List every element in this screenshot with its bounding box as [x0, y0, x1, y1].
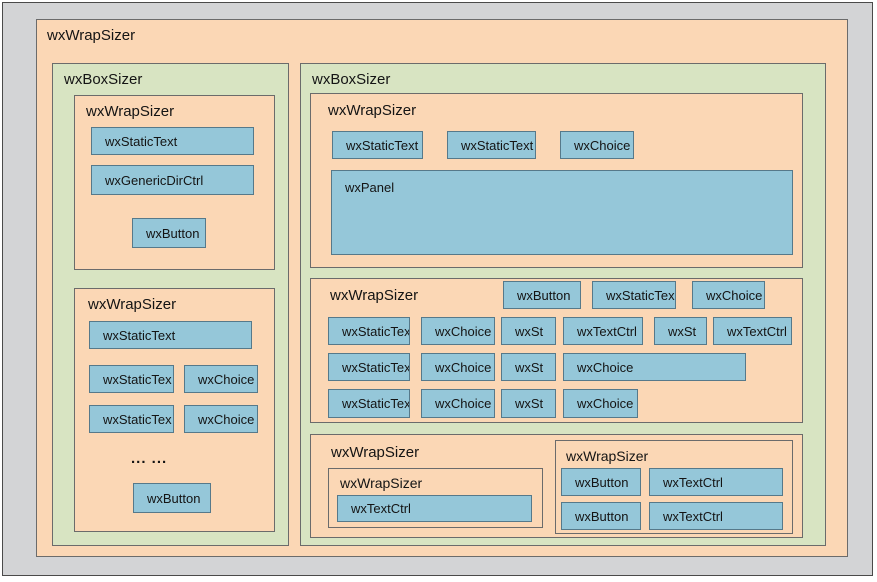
left-bottom-wrapsizer-label: wxWrapSizer	[88, 296, 177, 313]
bottom-inner-right-wrapsizer-label: wxWrapSizer	[566, 448, 649, 464]
choice-control: wxChoice	[692, 281, 765, 309]
static-text-control: wxStaticText	[447, 131, 536, 159]
right-middle-wrapsizer-label: wxWrapSizer	[330, 287, 419, 304]
text-ctrl-control: wxTextCtrl	[563, 317, 643, 345]
static-text-control: wxSt	[654, 317, 707, 345]
static-text-control: wxSt	[501, 353, 556, 381]
panel-control: wxPanel	[331, 170, 793, 255]
button-control: wxButton	[133, 483, 211, 513]
static-text-control: wxStaticTex	[592, 281, 676, 309]
right-top-wrapsizer-label: wxWrapSizer	[328, 102, 417, 119]
static-text-control: wxStaticTex	[328, 317, 410, 345]
static-text-control: wxStaticText	[91, 127, 254, 155]
button-control: wxButton	[561, 468, 641, 496]
choice-control: wxChoice	[421, 389, 495, 418]
choice-control: wxChoice	[184, 405, 258, 433]
choice-control: wxChoice	[421, 317, 495, 345]
text-ctrl-control: wxTextCtrl	[713, 317, 792, 345]
choice-control: wxChoice	[184, 365, 258, 393]
static-text-control: wxStaticTex	[89, 365, 174, 393]
static-text-control: wxStaticText	[89, 321, 252, 349]
button-control: wxButton	[503, 281, 581, 309]
root-wrapsizer-label: wxWrapSizer	[47, 27, 136, 44]
choice-control: wxChoice	[563, 353, 746, 381]
choice-control: wxChoice	[421, 353, 495, 381]
text-ctrl-control: wxTextCtrl	[337, 495, 532, 522]
choice-control: wxChoice	[560, 131, 634, 159]
static-text-control: wxStaticTex	[328, 389, 410, 418]
left-top-wrapsizer-label: wxWrapSizer	[86, 103, 175, 120]
static-text-control: wxSt	[501, 389, 556, 418]
text-ctrl-control: wxTextCtrl	[649, 502, 783, 530]
right-bottom-wrapsizer-label: wxWrapSizer	[331, 444, 420, 461]
static-text-control: wxStaticText	[332, 131, 423, 159]
left-boxsizer-label: wxBoxSizer	[64, 71, 143, 88]
button-control: wxButton	[132, 218, 206, 248]
text-ctrl-control: wxTextCtrl	[649, 468, 783, 496]
button-control: wxButton	[561, 502, 641, 530]
bottom-inner-left-wrapsizer-label: wxWrapSizer	[340, 475, 423, 491]
generic-dirctrl-control: wxGenericDirCtrl	[91, 165, 254, 195]
static-text-control: wxSt	[501, 317, 556, 345]
static-text-control: wxStaticTex	[328, 353, 410, 381]
static-text-control: wxStaticTex	[89, 405, 174, 433]
right-boxsizer-label: wxBoxSizer	[312, 71, 391, 88]
choice-control: wxChoice	[563, 389, 638, 418]
ellipsis-text: ... ...	[131, 450, 168, 467]
